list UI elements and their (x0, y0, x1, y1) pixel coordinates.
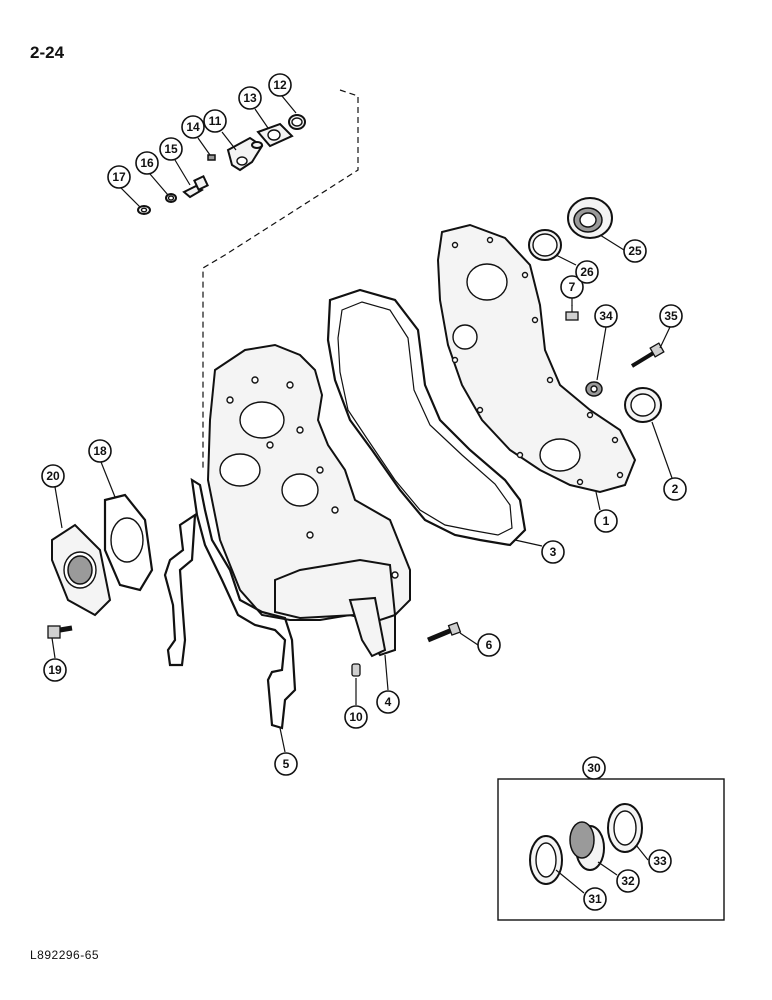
callout-31: 31 (583, 887, 607, 911)
part-11-elbow (226, 136, 264, 172)
part-14-plug (207, 154, 216, 161)
seal-kit-box (497, 778, 725, 921)
leader-lines (51, 95, 673, 894)
svg-text:25: 25 (628, 244, 642, 258)
part-18-gasket (103, 493, 154, 592)
svg-text:17: 17 (112, 170, 126, 184)
callout-3: 3 (541, 540, 565, 564)
part-2-seal (624, 387, 662, 423)
part-26-ring (528, 229, 562, 261)
svg-text:15: 15 (164, 142, 178, 156)
part-20-cover-plate (51, 523, 112, 617)
callout-14: 14 (181, 115, 205, 139)
svg-text:7: 7 (569, 280, 576, 294)
part-7-capscrew (565, 305, 579, 321)
callout-13: 13 (238, 86, 262, 110)
callout-35: 35 (659, 304, 683, 328)
callout-2: 2 (663, 477, 687, 501)
assembly-dashed-line (202, 89, 359, 470)
part-4-gear-housing (206, 343, 411, 658)
svg-text:19: 19 (48, 663, 62, 677)
svg-text:11: 11 (209, 114, 222, 128)
svg-text:32: 32 (621, 874, 635, 888)
part-33-seal (607, 803, 643, 853)
svg-text:34: 34 (599, 309, 613, 323)
part-32-sleeve (569, 821, 605, 871)
svg-text:2: 2 (672, 482, 679, 496)
callout-26: 26 (575, 260, 599, 284)
part-25-oil-seal (567, 197, 613, 239)
callout-5: 5 (274, 752, 298, 776)
svg-text:30: 30 (587, 761, 601, 775)
part-13-gasket (256, 122, 294, 148)
svg-text:20: 20 (46, 469, 60, 483)
callout-10: 10 (344, 705, 368, 729)
svg-text:31: 31 (588, 892, 602, 906)
part-1-gear-cover (436, 223, 637, 494)
callout-6: 6 (477, 633, 501, 657)
part-12-seal-ring (288, 114, 306, 130)
svg-text:35: 35 (664, 309, 678, 323)
callout-4: 4 (376, 690, 400, 714)
callout-34: 34 (594, 304, 618, 328)
svg-text:6: 6 (486, 638, 493, 652)
svg-text:13: 13 (243, 91, 257, 105)
part-15-fitting (182, 175, 209, 199)
svg-text:5: 5 (283, 757, 290, 771)
svg-text:26: 26 (580, 265, 594, 279)
callout-33: 33 (648, 849, 672, 873)
part-34-nut (585, 381, 603, 397)
svg-text:14: 14 (186, 120, 200, 134)
part-17-washer (137, 205, 151, 215)
part-6-capscrew (427, 621, 462, 643)
svg-text:3: 3 (550, 545, 557, 559)
part-3-gasket (326, 288, 527, 547)
svg-text:10: 10 (349, 710, 363, 724)
svg-text:16: 16 (140, 156, 154, 170)
callout-30: 30 (582, 756, 606, 780)
part-5-gasket (163, 477, 297, 730)
callout-20: 20 (41, 464, 65, 488)
callout-11: 11 (203, 109, 227, 133)
part-19-capscrew (47, 625, 73, 639)
callout-16: 16 (135, 151, 159, 175)
callout-18: 18 (88, 439, 112, 463)
callout-19: 19 (43, 658, 67, 682)
callout-32: 32 (616, 869, 640, 893)
callout-15: 15 (159, 137, 183, 161)
part-35-bolt (630, 342, 665, 368)
svg-text:33: 33 (653, 854, 667, 868)
callout-17: 17 (107, 165, 131, 189)
callout-1: 1 (594, 509, 618, 533)
svg-text:18: 18 (93, 444, 107, 458)
svg-text:12: 12 (273, 78, 287, 92)
callout-12: 12 (268, 73, 292, 97)
svg-text:4: 4 (385, 695, 392, 709)
callout-7: 7 (560, 275, 584, 299)
page-number: 2-24 (30, 43, 65, 62)
document-code: L892296-65 (30, 948, 100, 962)
part-16-oring (165, 193, 177, 203)
part-31-seal (529, 835, 563, 885)
svg-text:1: 1 (603, 514, 610, 528)
part-10-dowel (351, 663, 361, 677)
callout-25: 25 (623, 239, 647, 263)
